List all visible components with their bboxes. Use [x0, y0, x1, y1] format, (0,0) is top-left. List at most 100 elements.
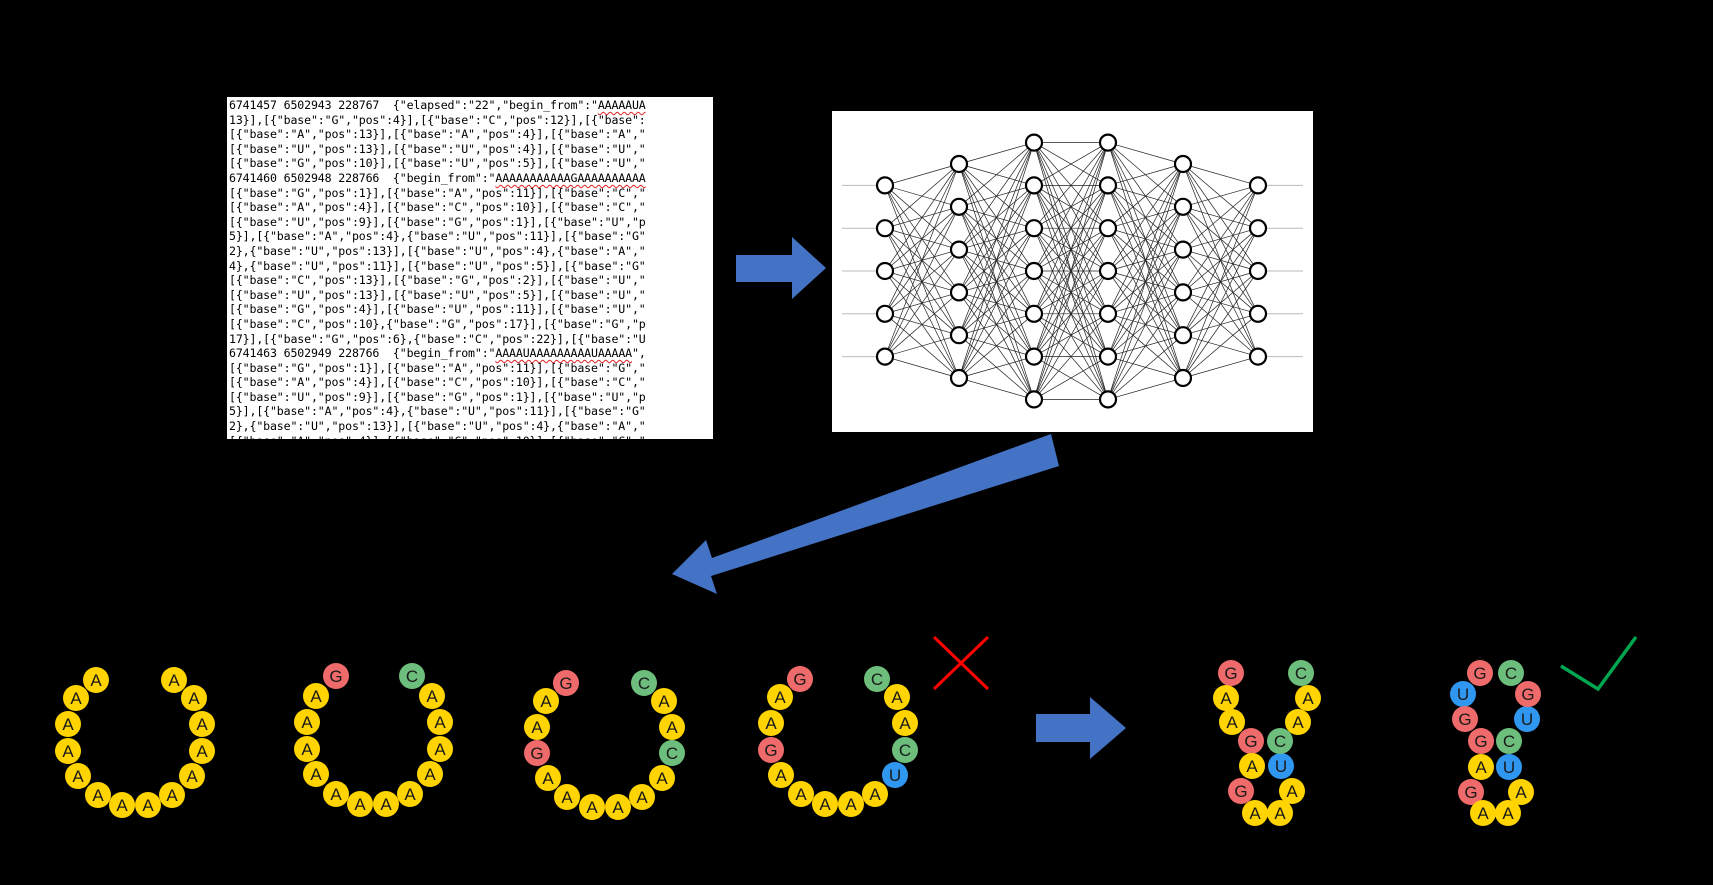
base-label: G — [1224, 664, 1237, 683]
network-node — [1024, 347, 1044, 366]
base-circle — [579, 794, 605, 820]
base-label: A — [1286, 782, 1298, 801]
network-connection — [958, 228, 1035, 379]
network-connection — [1033, 313, 1109, 400]
base-circle — [1238, 728, 1264, 754]
base-circle — [631, 670, 657, 696]
base-label: A — [186, 767, 198, 786]
network-node — [1173, 283, 1193, 302]
network-node — [1024, 390, 1044, 409]
training-data-line: [{"base":"U","pos":13}],[{"base":"U","po… — [229, 141, 646, 156]
network-connection — [884, 163, 960, 229]
base-label: A — [72, 767, 84, 786]
base-label: C — [899, 741, 911, 760]
network-connection — [1182, 356, 1259, 379]
network-connection — [1107, 163, 1184, 314]
network-node — [1024, 133, 1044, 152]
base-circle — [65, 763, 91, 789]
base-label: A — [1515, 783, 1527, 802]
training-data-line: 5}],[{"base":"A","pos":4},{"base":"U","p… — [229, 229, 646, 244]
network-connection — [884, 334, 960, 357]
network-node — [875, 304, 895, 323]
base-circle — [629, 784, 655, 810]
network-node — [1098, 219, 1118, 238]
base-label: A — [354, 795, 366, 814]
network-connection — [1107, 163, 1184, 229]
network-connection — [958, 142, 1035, 293]
base-label: G — [1458, 710, 1471, 729]
base-circle — [399, 663, 425, 689]
base-label: G — [764, 741, 777, 760]
base-label: U — [1457, 685, 1469, 704]
base-label: A — [899, 714, 911, 733]
base-circle — [85, 782, 111, 808]
base-label: A — [196, 715, 208, 734]
network-node — [875, 219, 895, 238]
base-label: A — [1220, 689, 1232, 708]
base-circle — [1285, 709, 1311, 735]
base-circle — [1228, 778, 1254, 804]
network-node — [1024, 219, 1044, 238]
base-label: A — [666, 718, 678, 737]
network-connection — [958, 185, 1035, 379]
network-connection — [1033, 142, 1109, 186]
network-connection — [1033, 270, 1109, 400]
network-node — [1098, 347, 1118, 366]
base-label: A — [795, 785, 807, 804]
base-label: G — [559, 674, 572, 693]
network-node — [1173, 197, 1193, 216]
training-data-line: [{"base":"A","pos":4}],[{"base":"C","pos… — [229, 200, 646, 215]
base-circle — [659, 740, 685, 766]
network-connection — [1033, 185, 1109, 400]
base-circle — [862, 781, 888, 807]
base-circle — [882, 762, 908, 788]
training-data-line: [{"base":"A","pos":4}],[{"base":"C","pos… — [229, 434, 711, 439]
network-node — [1173, 154, 1193, 174]
network-connection — [1033, 142, 1109, 272]
base-label: A — [869, 785, 881, 804]
network-connection — [1033, 142, 1109, 314]
network-connection — [958, 142, 1035, 379]
base-circle — [787, 666, 813, 692]
network-connection — [1033, 142, 1109, 229]
base-circle — [294, 709, 320, 735]
base-label: A — [845, 795, 857, 814]
base-label: G — [1474, 732, 1487, 751]
training-data-line: [{"base":"G","pos":1}],[{"base":"A","pos… — [229, 360, 646, 375]
base-label: A — [775, 766, 787, 785]
network-connection — [1182, 163, 1259, 186]
base-label: A — [90, 671, 102, 690]
base-circle — [419, 683, 445, 709]
network-connection — [1107, 163, 1184, 357]
base-circle — [55, 738, 81, 764]
network-node — [875, 176, 895, 195]
base-circle — [417, 761, 443, 787]
base-circle — [427, 709, 453, 735]
base-circle — [347, 791, 373, 817]
base-circle — [758, 737, 784, 763]
base-circle — [892, 737, 918, 763]
base-circle — [1219, 709, 1245, 735]
network-connection — [1182, 185, 1259, 379]
network-node — [1098, 304, 1118, 323]
network-connection — [958, 270, 1035, 379]
network-connection — [884, 206, 960, 357]
base-label: A — [1249, 804, 1261, 823]
network-connection — [1033, 356, 1109, 400]
base-label: G — [530, 744, 543, 763]
network-connection — [958, 142, 1035, 336]
base-circle — [1242, 800, 1268, 826]
network-node — [1248, 304, 1268, 323]
base-circle — [83, 667, 109, 693]
base-label: A — [426, 687, 438, 706]
base-circle — [524, 740, 550, 766]
network-node — [949, 154, 969, 174]
base-label: C — [1295, 664, 1307, 683]
network-connection — [884, 292, 960, 357]
training-data-line: 13}],[{"base":"G","pos":4}],[{"base":"C"… — [229, 112, 646, 127]
network-node — [1098, 176, 1118, 195]
